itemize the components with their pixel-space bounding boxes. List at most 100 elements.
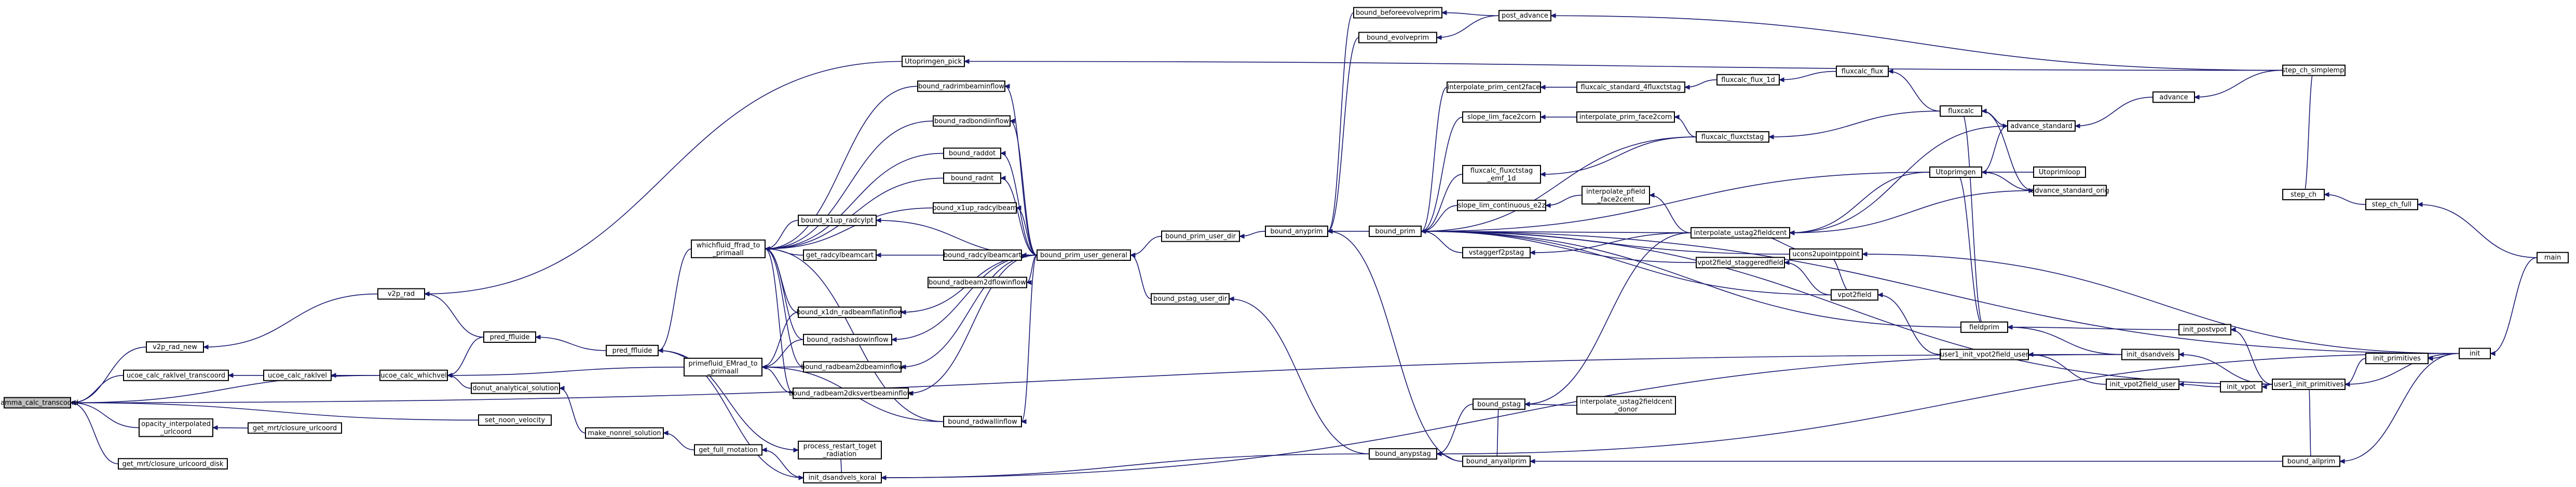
function-node[interactable]: v2p_rad <box>377 288 425 300</box>
function-node[interactable]: user1_init_vpot2field_user <box>1940 349 2029 360</box>
function-node[interactable]: post_advance <box>1498 10 1551 22</box>
function-node[interactable]: bound_radwallinflow <box>943 415 1022 427</box>
function-node[interactable]: interpolate_prim_face2corn <box>1576 111 1675 123</box>
function-node[interactable]: fieldprim <box>1960 321 2008 333</box>
function-node[interactable]: init_vpot <box>2220 381 2262 393</box>
function-node[interactable]: step_ch_full <box>2365 199 2418 211</box>
function-node[interactable]: bound_x1up_radcylpt <box>798 214 877 226</box>
function-node[interactable]: user1_init_primitives <box>2272 379 2346 391</box>
call-edge <box>657 248 692 353</box>
function-node[interactable]: vstaggerf2pstag <box>1462 247 1531 259</box>
function-node[interactable]: bound_anyprim <box>1265 225 1328 237</box>
function-node[interactable]: init <box>2459 347 2491 359</box>
function-node[interactable]: advance <box>2152 91 2195 103</box>
function-node[interactable]: fluxcalc_fluxctstag <box>1696 131 1769 143</box>
function-node[interactable]: bound_anypstag <box>1369 448 1437 460</box>
function-node[interactable]: fluxcalc_standard_4fluxctstag <box>1576 81 1685 93</box>
function-node[interactable]: fluxcalc_fluxctstag_emf_1d <box>1462 165 1541 184</box>
function-node[interactable]: step_ch_simplempi <box>2282 64 2346 76</box>
function-node[interactable]: interpolate_ustag2fieldcent_donor <box>1576 396 1676 415</box>
function-node[interactable]: ucoe_calc_raklvel <box>263 369 332 381</box>
function-node[interactable]: slope_lim_continuous_e2z <box>1457 200 1546 212</box>
function-node[interactable]: bound_radbeam2dbeaminflow <box>801 361 904 373</box>
function-node[interactable]: bound_radbondiinflow <box>933 115 1011 127</box>
function-node[interactable]: ucons2upointppoint <box>1789 248 1863 260</box>
function-node[interactable]: get_radcylbeamcart <box>803 249 877 261</box>
call-edge <box>1529 232 1692 255</box>
function-node[interactable]: bound_radbeam2dksvertbeaminflow <box>789 387 913 399</box>
function-node[interactable]: fluxcalc_flux_1d <box>1716 74 1780 86</box>
call-edge <box>764 86 918 252</box>
function-node[interactable]: init_primitives <box>2365 353 2429 365</box>
function-node-label: fluxcalc <box>1948 107 1974 115</box>
function-node-label: step_ch_full <box>2372 201 2412 208</box>
function-node[interactable]: bound_radrimbeaminflow <box>917 80 1005 92</box>
function-node[interactable]: bound_allprim <box>2282 455 2340 467</box>
function-node[interactable]: ucoe_calc_whichvel <box>379 369 448 381</box>
function-node-label: primefluid_EMrad_to <box>688 360 757 368</box>
function-node[interactable]: vpot2field_staggeredfield <box>1696 257 1785 269</box>
function-node[interactable]: step_ch <box>2282 189 2325 201</box>
call-edge <box>1524 232 1692 407</box>
function-node[interactable]: bound_x1up_radcylbeam <box>932 202 1017 214</box>
function-node[interactable]: whichfluid_ffrad_to_primaall <box>691 239 766 258</box>
function-node[interactable]: init_vpot2field_user <box>2106 379 2179 391</box>
function-node[interactable]: bound_radcylbeamcart <box>943 249 1022 261</box>
function-node[interactable]: gamma_calc_transcoord <box>0 397 78 409</box>
function-node-label: bound_radcylbeamcart <box>944 252 1021 259</box>
function-node[interactable]: Utoprimgen_pick <box>902 55 965 67</box>
function-node[interactable]: bound_evolveprim <box>1358 32 1437 44</box>
function-node[interactable]: pred_ffluide <box>483 331 536 343</box>
function-node[interactable]: bound_prim <box>1369 225 1422 237</box>
call-edge <box>1228 296 1370 454</box>
function-node[interactable]: set_noon_velocity <box>478 414 552 426</box>
function-node-label: bound_radbeam2dksvertbeaminflow <box>789 389 913 397</box>
function-node[interactable]: bound_prim_user_general <box>1037 249 1131 261</box>
call-edge <box>70 400 140 428</box>
function-node[interactable]: make_nonrel_solution <box>585 427 664 439</box>
function-node[interactable]: bound_pstag_user_dir <box>1151 293 1230 305</box>
function-node[interactable]: interpolate_ustag2fieldcent <box>1691 227 1790 239</box>
function-node[interactable]: init_dsandvels <box>2121 349 2179 360</box>
function-node[interactable]: fluxcalc <box>1940 105 1982 117</box>
function-node[interactable]: slope_lim_face2corn <box>1462 111 1541 123</box>
call-edge <box>1000 150 1038 256</box>
function-node[interactable]: Utoprimloop <box>2033 166 2086 178</box>
function-node[interactable]: bound_beforeevolveprim <box>1353 7 1442 19</box>
function-node-label: fluxcalc_flux_1d <box>1721 76 1775 84</box>
function-node[interactable]: get_mrt/closure_urlcoord <box>248 422 342 434</box>
function-node[interactable]: get_mrt/closure_urlcoord_disk <box>118 458 228 470</box>
function-node[interactable]: main <box>2537 252 2569 263</box>
function-node[interactable]: pred_ffluide <box>606 344 659 356</box>
function-node[interactable]: interpolate_prim_cent2face <box>1447 81 1541 93</box>
function-node[interactable]: advance_standard <box>2007 120 2076 132</box>
function-node[interactable]: vpot2field <box>1831 289 1878 301</box>
function-node-label: fluxcalc_flux <box>1842 68 1884 76</box>
function-node[interactable]: interpolate_pfield_face2cent <box>1582 186 1650 205</box>
call-edge <box>1768 110 1941 140</box>
function-node[interactable]: opacity_interpolated_urlcoord <box>139 418 213 437</box>
function-node[interactable]: process_restart_toget_radiation <box>798 440 882 460</box>
function-node[interactable]: bound_raddot <box>943 147 1001 159</box>
function-node[interactable]: bound_radbeam2dflowinflow <box>928 276 1027 288</box>
function-node[interactable]: v2p_rad_new <box>146 341 204 353</box>
function-node-label: init_vpot <box>2227 383 2256 391</box>
function-node[interactable]: advance_standard_orig <box>2030 185 2109 197</box>
call-edge <box>764 120 934 252</box>
call-edge <box>1981 123 2009 173</box>
function-node[interactable]: bound_radshadowinflow <box>803 333 892 345</box>
function-node[interactable]: bound_anyallprim <box>1462 455 1531 467</box>
function-node[interactable]: init_postvpot <box>2178 324 2231 336</box>
function-node[interactable]: primefluid_EMrad_to_primaall <box>684 357 762 377</box>
function-node[interactable]: bound_radnt <box>943 172 1001 184</box>
function-node[interactable]: get_full_rnotation <box>694 444 762 456</box>
function-node[interactable]: bound_pstag <box>1473 398 1525 410</box>
function-node[interactable]: Utoprimgen <box>1929 166 1982 178</box>
function-node-label: bound_raddot <box>949 150 996 158</box>
function-node[interactable]: donut_analytical_solution <box>471 382 560 394</box>
function-node[interactable]: init_dsandvels_koral <box>803 472 882 484</box>
function-node[interactable]: ucoe_calc_raklvel_transcoord <box>123 369 229 381</box>
function-node[interactable]: bound_x1dn_radbeamflatinflow <box>797 307 903 318</box>
function-node[interactable]: bound_prim_user_dir <box>1161 230 1240 242</box>
function-node[interactable]: fluxcalc_flux <box>1836 65 1889 77</box>
